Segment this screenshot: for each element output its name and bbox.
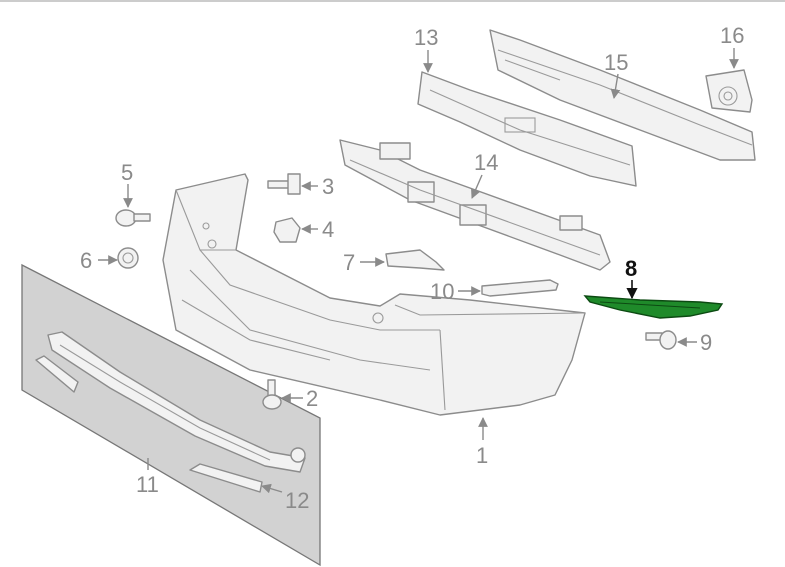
callout-6: 6 (80, 248, 92, 273)
part-2-bolt[interactable] (262, 379, 282, 410)
callout-2: 2 (306, 386, 318, 411)
part-7-bracket[interactable] (385, 249, 445, 271)
part-6-grommet[interactable] (117, 247, 139, 269)
part-3-bolt[interactable] (267, 173, 301, 195)
callout-3: 3 (322, 174, 334, 199)
callout-10: 10 (430, 279, 454, 304)
part-1-bumper-cover[interactable] (162, 173, 586, 416)
callout-15: 15 (604, 50, 628, 75)
callout-4: 4 (322, 217, 334, 242)
callout-12: 12 (285, 488, 309, 513)
callout-16: 16 (720, 23, 744, 48)
callout-8: 8 (625, 256, 637, 281)
part-11-panel[interactable] (21, 263, 321, 567)
part-9-screw[interactable] (645, 330, 677, 350)
callout-11: 11 (136, 472, 159, 497)
callout-5: 5 (121, 160, 133, 185)
callout-13: 13 (414, 25, 438, 50)
part-13-absorber[interactable] (417, 71, 637, 187)
callout-1: 1 (476, 443, 488, 468)
callout-14: 14 (474, 150, 498, 175)
leader-lines (98, 48, 739, 494)
part-8-side-bracket[interactable] (583, 295, 724, 319)
part-12-reflector[interactable] (189, 463, 263, 493)
callout-labels: 1 2 3 4 5 6 7 8 9 10 11 12 13 14 15 16 (80, 23, 744, 513)
part-10-rod[interactable] (481, 279, 559, 297)
callout-9: 9 (700, 330, 712, 355)
part-4-clip-nut[interactable] (273, 217, 301, 243)
part-15-beam[interactable] (489, 29, 756, 161)
part-5-screw[interactable] (115, 209, 151, 227)
part-16-mount-bracket[interactable] (705, 69, 753, 113)
part-14-energy-absorber[interactable] (339, 139, 611, 271)
callout-7: 7 (343, 250, 355, 275)
